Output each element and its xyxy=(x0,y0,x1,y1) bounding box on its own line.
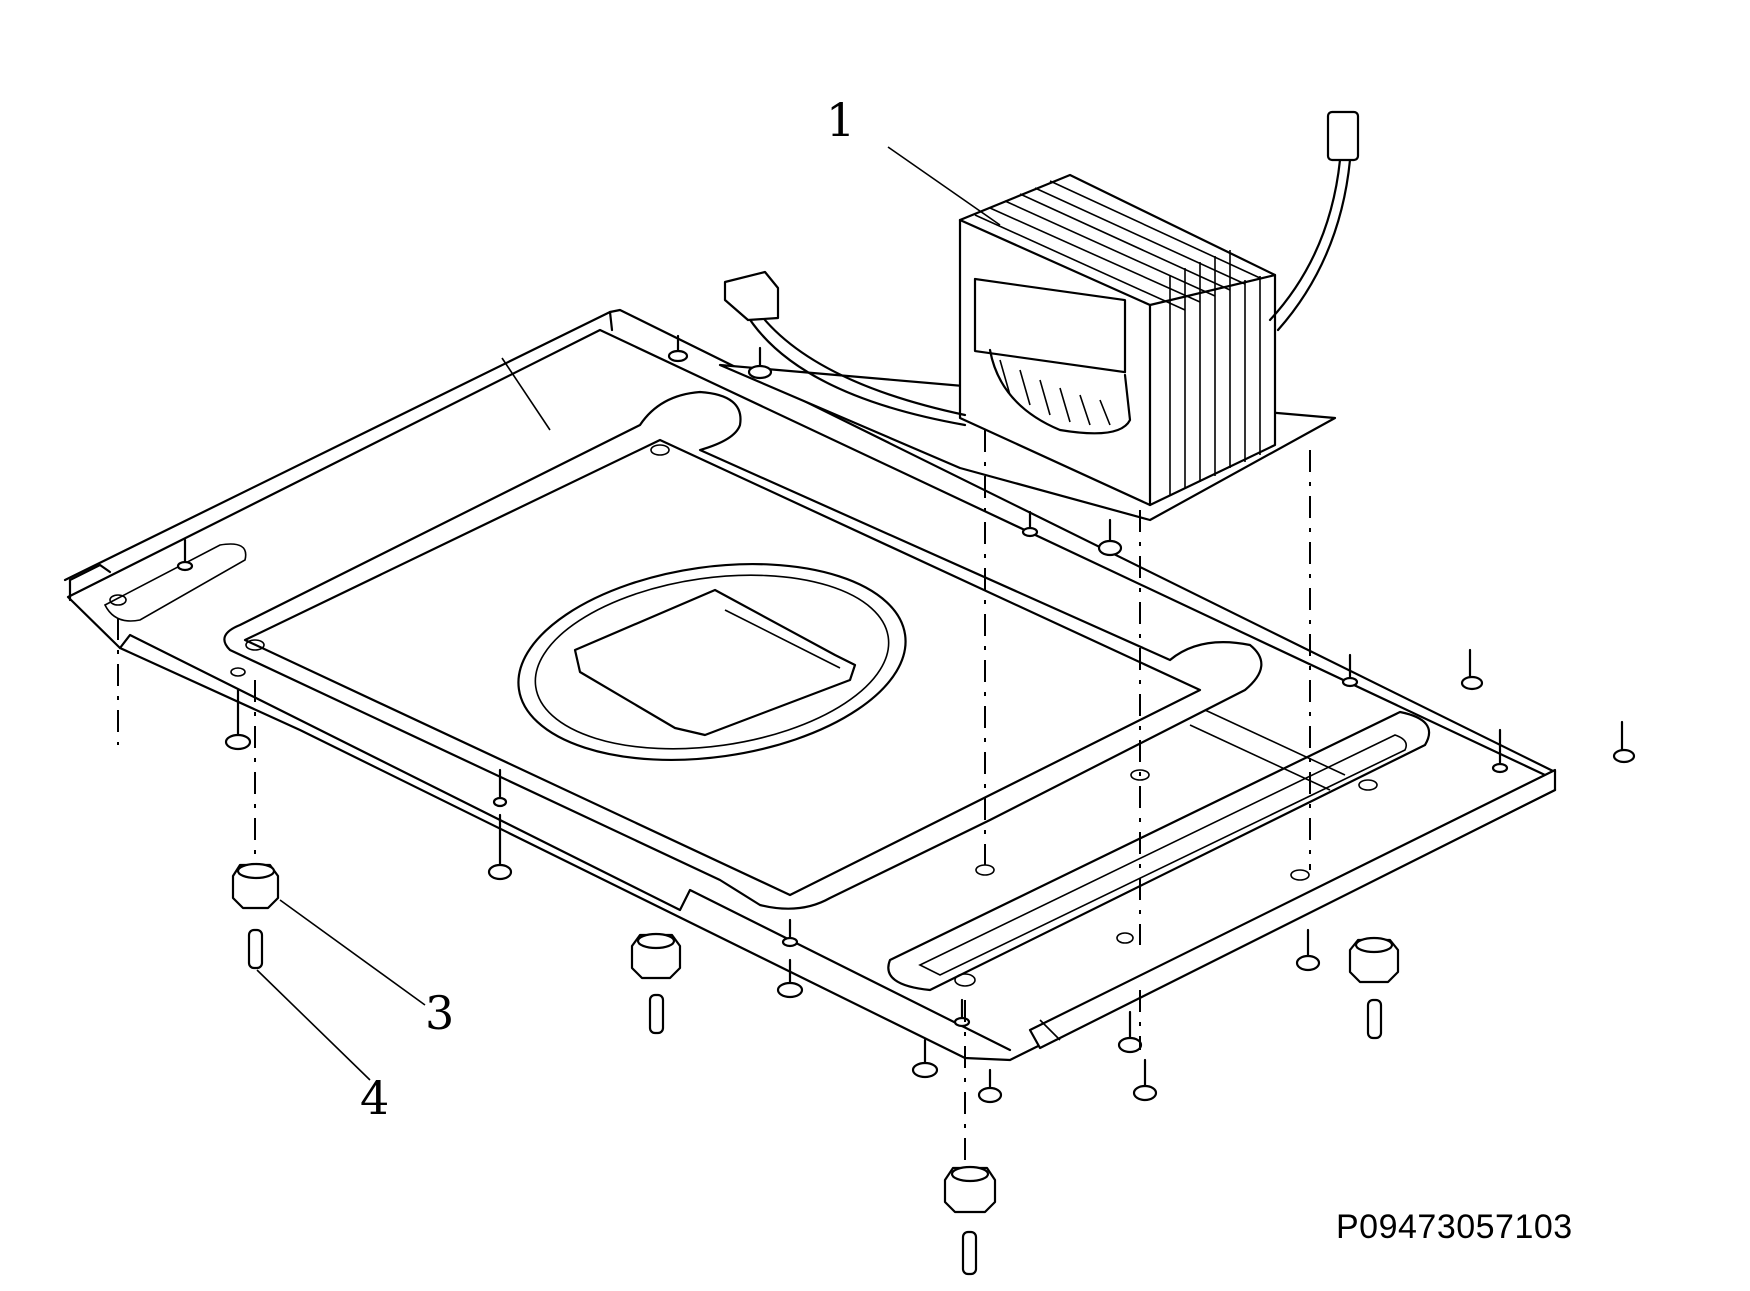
base-plate xyxy=(63,308,1557,1062)
screw xyxy=(224,688,252,751)
screw xyxy=(667,334,689,363)
transformer xyxy=(718,110,1360,522)
screw xyxy=(977,1068,1003,1104)
screw xyxy=(781,918,799,948)
screw xyxy=(176,538,194,572)
screw xyxy=(487,813,513,881)
transformer-laminations xyxy=(958,180,1277,507)
foot xyxy=(1348,936,1400,1040)
feet xyxy=(231,862,1400,1276)
screw xyxy=(1097,518,1123,557)
callout-4: 4 xyxy=(360,1071,390,1125)
foot xyxy=(630,932,682,1035)
screw xyxy=(1491,728,1509,774)
screw xyxy=(1460,648,1484,691)
mounting-holes xyxy=(109,444,1378,987)
screw xyxy=(1132,1058,1158,1102)
screw xyxy=(1117,1010,1143,1054)
screw xyxy=(1021,510,1039,538)
callout-1: 1 xyxy=(826,93,856,147)
screw xyxy=(747,346,773,380)
screw xyxy=(492,768,508,808)
leader-lines xyxy=(256,146,1001,1081)
screw xyxy=(911,1038,939,1079)
screw xyxy=(776,958,804,999)
assembly-axes xyxy=(117,430,1311,1175)
screws xyxy=(176,334,1636,1104)
screw xyxy=(1612,720,1636,764)
foot xyxy=(231,862,280,970)
callout-3: 3 xyxy=(425,986,455,1040)
foot xyxy=(943,1165,997,1276)
screw xyxy=(1295,928,1321,972)
drawing-code: P09473057103 xyxy=(1336,1208,1573,1246)
screw xyxy=(1341,653,1359,688)
